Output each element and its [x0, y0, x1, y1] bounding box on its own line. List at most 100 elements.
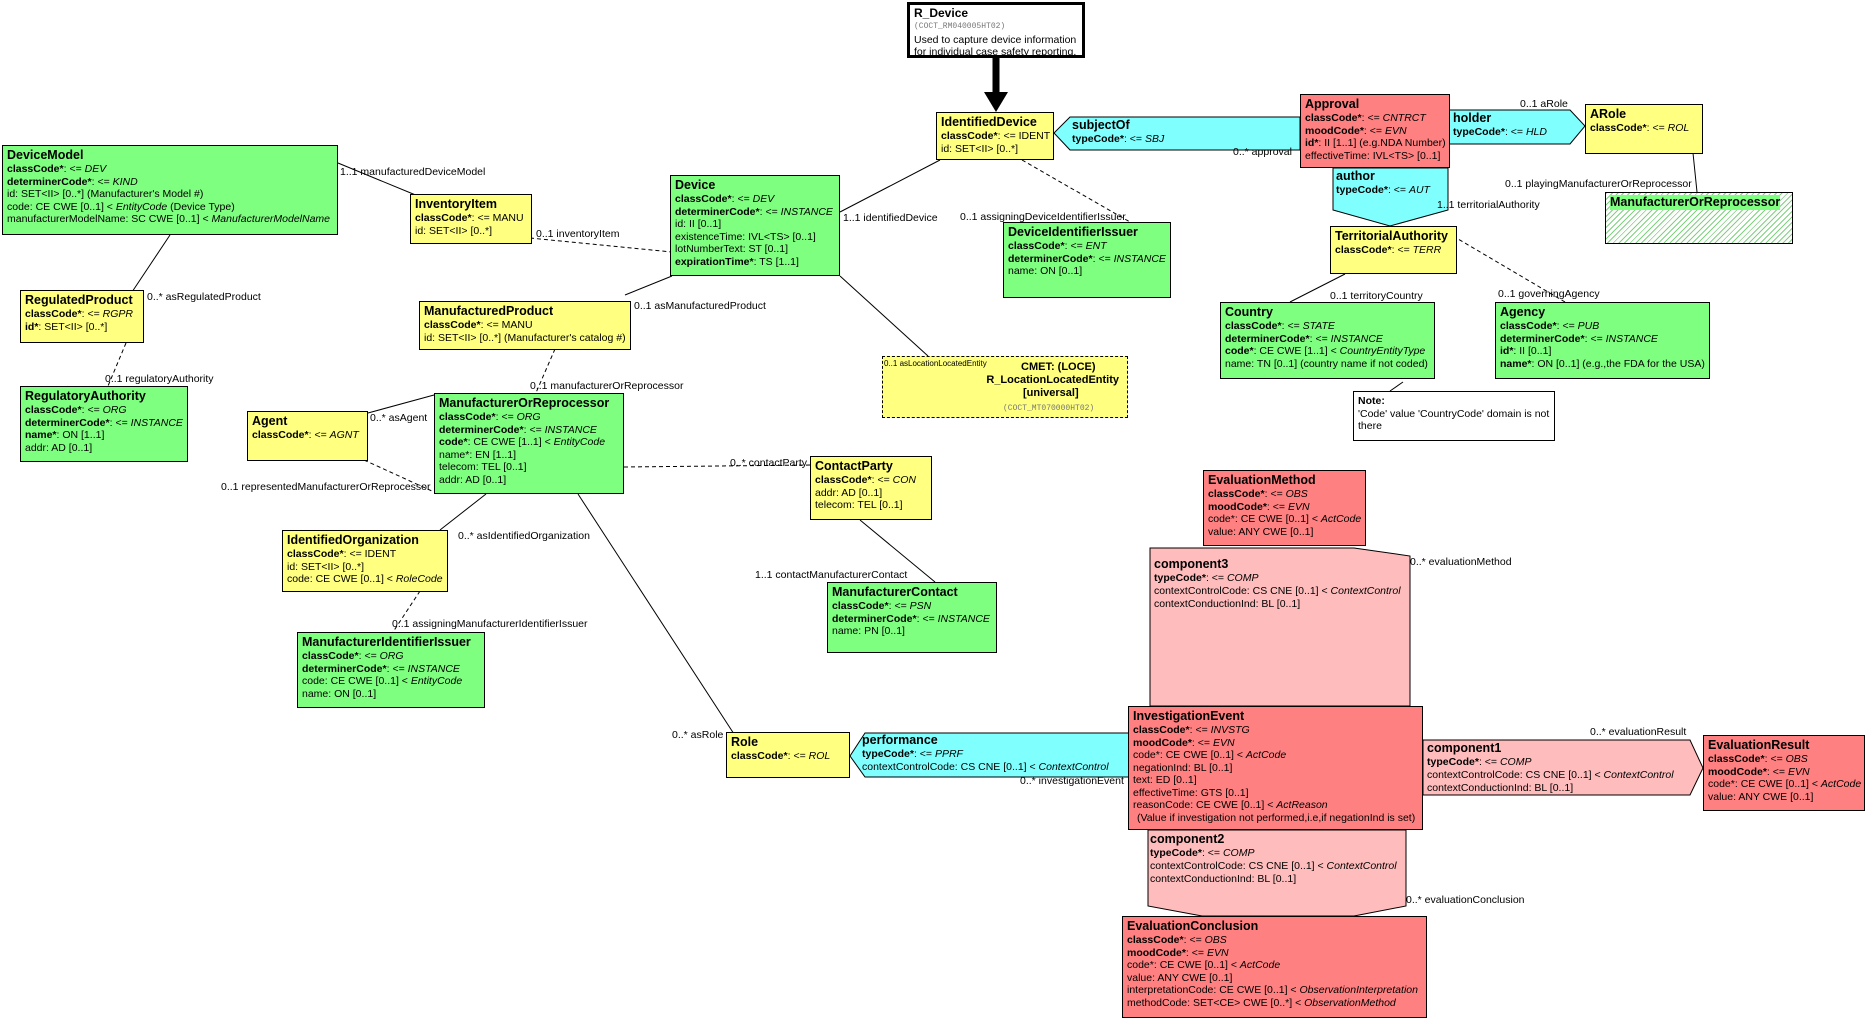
- manufacturer-or-reprocessor-attr-6: addr: AD [0..1]: [439, 473, 507, 486]
- class-manufacturer-or-reprocessor: ManufacturerOrReprocessor classCode*: <=…: [434, 393, 624, 494]
- class-evaluation-conclusion: EvaluationConclusion classCode*: <= OBS …: [1122, 916, 1427, 1018]
- author-shape: [1332, 167, 1449, 227]
- component1-attr-2: contextControlCode: CS CNE [0..1] < Cont…: [1427, 769, 1674, 781]
- component1-attr-3: contextConductionInd: BL [0..1]: [1427, 782, 1574, 794]
- identified-device-attr-2: id: SET<II> [0..*]: [941, 142, 1019, 155]
- manufacturer-or-reprocessor-attr-3: code*: CE CWE [1..1] < EntityCode: [439, 436, 606, 448]
- class-agent: Agent classCode*: <= AGNT: [247, 411, 368, 461]
- investigation-event-attr-8: (Value if investigation not performed,i.…: [1137, 811, 1416, 824]
- manufacturer-contact-attr-1: classCode*: <= PSN: [832, 600, 932, 612]
- agent-title: Agent: [252, 414, 288, 428]
- approval-attr-1: classCode*: <= CNTRCT: [1305, 112, 1426, 124]
- class-manufacturer-identifier-issuer: ManufacturerIdentifierIssuer classCode*:…: [297, 632, 485, 708]
- cmet-code: (COCT_MT070000HT02): [1003, 404, 1095, 413]
- component3-attr-3: contextConductionInd: BL [0..1]: [1154, 598, 1301, 610]
- component1-shape: [1422, 739, 1704, 796]
- regulatory-authority-attr-2: determinerCode*: <= INSTANCE: [25, 416, 183, 429]
- subjectof-attr: typeCode*: <= SBJ: [1072, 133, 1165, 145]
- link-contact-mfrcontact: [859, 519, 936, 583]
- label-assigning-device-identifier-issuer: 0..1 assigningDeviceIdentifierIssuer: [960, 211, 1126, 223]
- manufacturer-contact-attr-2: determinerCode*: <= INSTANCE: [832, 612, 990, 625]
- label-investigation-event: 0..* investigationEvent: [1020, 775, 1124, 787]
- manufacturer-contact-attr-3: name: PN [0..1]: [832, 625, 905, 637]
- evaluation-conclusion-title: EvaluationConclusion: [1127, 919, 1259, 933]
- label-as-regulated-product: 0..* asRegulatedProduct: [147, 291, 261, 303]
- label-as-identified-organization: 0..* asIdentifiedOrganization: [458, 530, 590, 542]
- regulatory-authority-attr-3: name*: ON [1..1]: [25, 429, 105, 441]
- link-mfr-role: [577, 493, 735, 735]
- manufacturer-identifier-issuer-attr-4: name: ON [0..1]: [302, 687, 377, 700]
- link-devicemodel-regulated: [131, 234, 171, 293]
- class-contact-party: ContactParty classCode*: <= CON addr: AD…: [810, 456, 932, 520]
- label-evaluation-result: 0..* evaluationResult: [1590, 726, 1687, 738]
- device-model-attr-2: determinerCode*: <= KIND: [7, 175, 138, 188]
- regulatory-authority-title: RegulatoryAuthority: [25, 389, 146, 403]
- class-evaluation-result: EvaluationResult classCode*: <= OBS mood…: [1703, 735, 1865, 811]
- class-arole: ARole classCode*: <= ROL: [1585, 104, 1703, 154]
- component2-title: component2: [1150, 832, 1225, 846]
- manufacturer-or-reprocessor-attr-1: classCode*: <= ORG: [439, 411, 541, 423]
- device-attr-2: determinerCode*: <= INSTANCE: [675, 205, 833, 218]
- role-attr-1: classCode*: <= ROL: [731, 750, 831, 762]
- label-as-agent: 0..* asAgent: [370, 412, 428, 424]
- investigation-event-attr-7: reasonCode: CE CWE [0..1] < ActReason: [1133, 799, 1328, 811]
- label-manufacturer-or-reprocessor: 0..1 manufacturerOrReprocessor: [530, 380, 684, 392]
- label-territorial-authority: 1..1 territorialAuthority: [1437, 199, 1540, 211]
- label-assigning-manufacturer-identifier-issuer: 0..1 assigningManufacturerIdentifierIssu…: [392, 618, 588, 630]
- author-attr: typeCode*: <= AUT: [1336, 184, 1430, 196]
- evaluation-method-attr-3: code*: CE CWE [0..1] < ActCode: [1208, 513, 1362, 525]
- investigation-event-attr-4: negationInd: BL [0..1]: [1133, 761, 1233, 774]
- agency-attr-4: name*: ON [0..1] (e.g.,the FDA for the U…: [1500, 357, 1705, 370]
- regulated-product-attr-1: classCode*: <= RGPR: [25, 308, 133, 320]
- country-title: Country: [1225, 305, 1273, 319]
- investigation-event-attr-6: effectiveTime: GTS [0..1]: [1133, 786, 1249, 799]
- manufacturer-identifier-issuer-attr-3: code: CE CWE [0..1] < EntityCode: [302, 675, 463, 687]
- device-model-title: DeviceModel: [7, 148, 84, 162]
- evaluation-conclusion-attr-4: value: ANY CWE [0..1]: [1127, 971, 1233, 984]
- device-model-attr-3: id: SET<II> [0..*] (Manufacturer's Model…: [7, 188, 204, 200]
- arole-attr-1: classCode*: <= ROL: [1590, 122, 1690, 134]
- label-regulatory-authority: 0..1 regulatoryAuthority: [105, 373, 214, 385]
- label-identified-device: 1..1 identifiedDevice: [843, 212, 938, 224]
- component1-title: component1: [1427, 741, 1502, 755]
- country-attr-4: name: TN [0..1] (country name if not cod…: [1225, 357, 1428, 370]
- evaluation-conclusion-attr-1: classCode*: <= OBS: [1127, 934, 1227, 946]
- component3-attr-1: typeCode*: <= COMP: [1154, 572, 1259, 584]
- country-attr-3: code*: CE CWE [1..1] < CountryEntityType: [1225, 345, 1426, 357]
- device-attr-6: expirationTime*: TS [1..1]: [675, 255, 799, 268]
- link-arole-hatch: [1692, 152, 1698, 193]
- identified-organization-attr-2: id: SET<II> [0..*]: [287, 560, 365, 573]
- component1-attr-1: typeCode*: <= COMP: [1427, 756, 1532, 768]
- link-devicemodel-inventory: [337, 162, 419, 197]
- class-device-model: DeviceModel classCode*: <= DEV determine…: [2, 145, 338, 235]
- performance-attr-2: contextControlCode: CS CNE [0..1] < Cont…: [862, 761, 1109, 773]
- entry-arrow-head: [984, 92, 1008, 112]
- investigation-event-attr-1: classCode*: <= INVSTG: [1133, 724, 1250, 736]
- class-inventory-item: InventoryItem classCode*: <= MANU id: SE…: [410, 194, 532, 244]
- manufacturer-or-reprocessor-attr-2: determinerCode*: <= INSTANCE: [439, 423, 597, 436]
- device-identifier-issuer-attr-3: name: ON [0..1]: [1008, 265, 1083, 277]
- regulated-product-title: RegulatedProduct: [25, 293, 133, 307]
- link-device-manufacturedproduct: [624, 275, 673, 296]
- label-evaluation-method: 0..* evaluationMethod: [1410, 556, 1512, 568]
- label-governing-agency: 0..1 governingAgency: [1498, 288, 1600, 300]
- device-identifier-issuer-attr-1: classCode*: <= ENT: [1008, 240, 1107, 252]
- agency-attr-1: classCode*: <= PUB: [1500, 320, 1600, 332]
- investigation-event-attr-5: text: ED [0..1]: [1133, 774, 1197, 786]
- evaluation-conclusion-attr-6: methodCode: SET<CE> CWE [0..*] < Observa…: [1127, 996, 1396, 1009]
- identified-organization-title: IdentifiedOrganization: [287, 533, 419, 547]
- link-territorial-agency: [1452, 235, 1566, 303]
- class-manufacturer-contact: ManufacturerContact classCode*: <= PSN d…: [827, 582, 997, 653]
- holder-attr: typeCode*: <= HLD: [1453, 126, 1547, 138]
- territorial-authority-title: TerritorialAuthority: [1335, 229, 1448, 243]
- component1-text: component1 typeCode*: <= COMP contextCon…: [1427, 741, 1674, 795]
- component3-title: component3: [1154, 557, 1229, 571]
- evaluation-result-title: EvaluationResult: [1708, 738, 1810, 752]
- class-identified-device: IdentifiedDevice classCode*: <= IDENT id…: [936, 112, 1054, 160]
- performance-title: performance: [862, 733, 938, 747]
- evaluation-conclusion-attr-5: interpretationCode: CE CWE [0..1] < Obse…: [1127, 984, 1418, 996]
- evaluation-method-attr-2: moodCode*: <= EVN: [1208, 500, 1310, 513]
- class-identified-organization: IdentifiedOrganization classCode*: <= ID…: [282, 530, 448, 592]
- label-contact-party: 0..* contactParty: [730, 457, 808, 469]
